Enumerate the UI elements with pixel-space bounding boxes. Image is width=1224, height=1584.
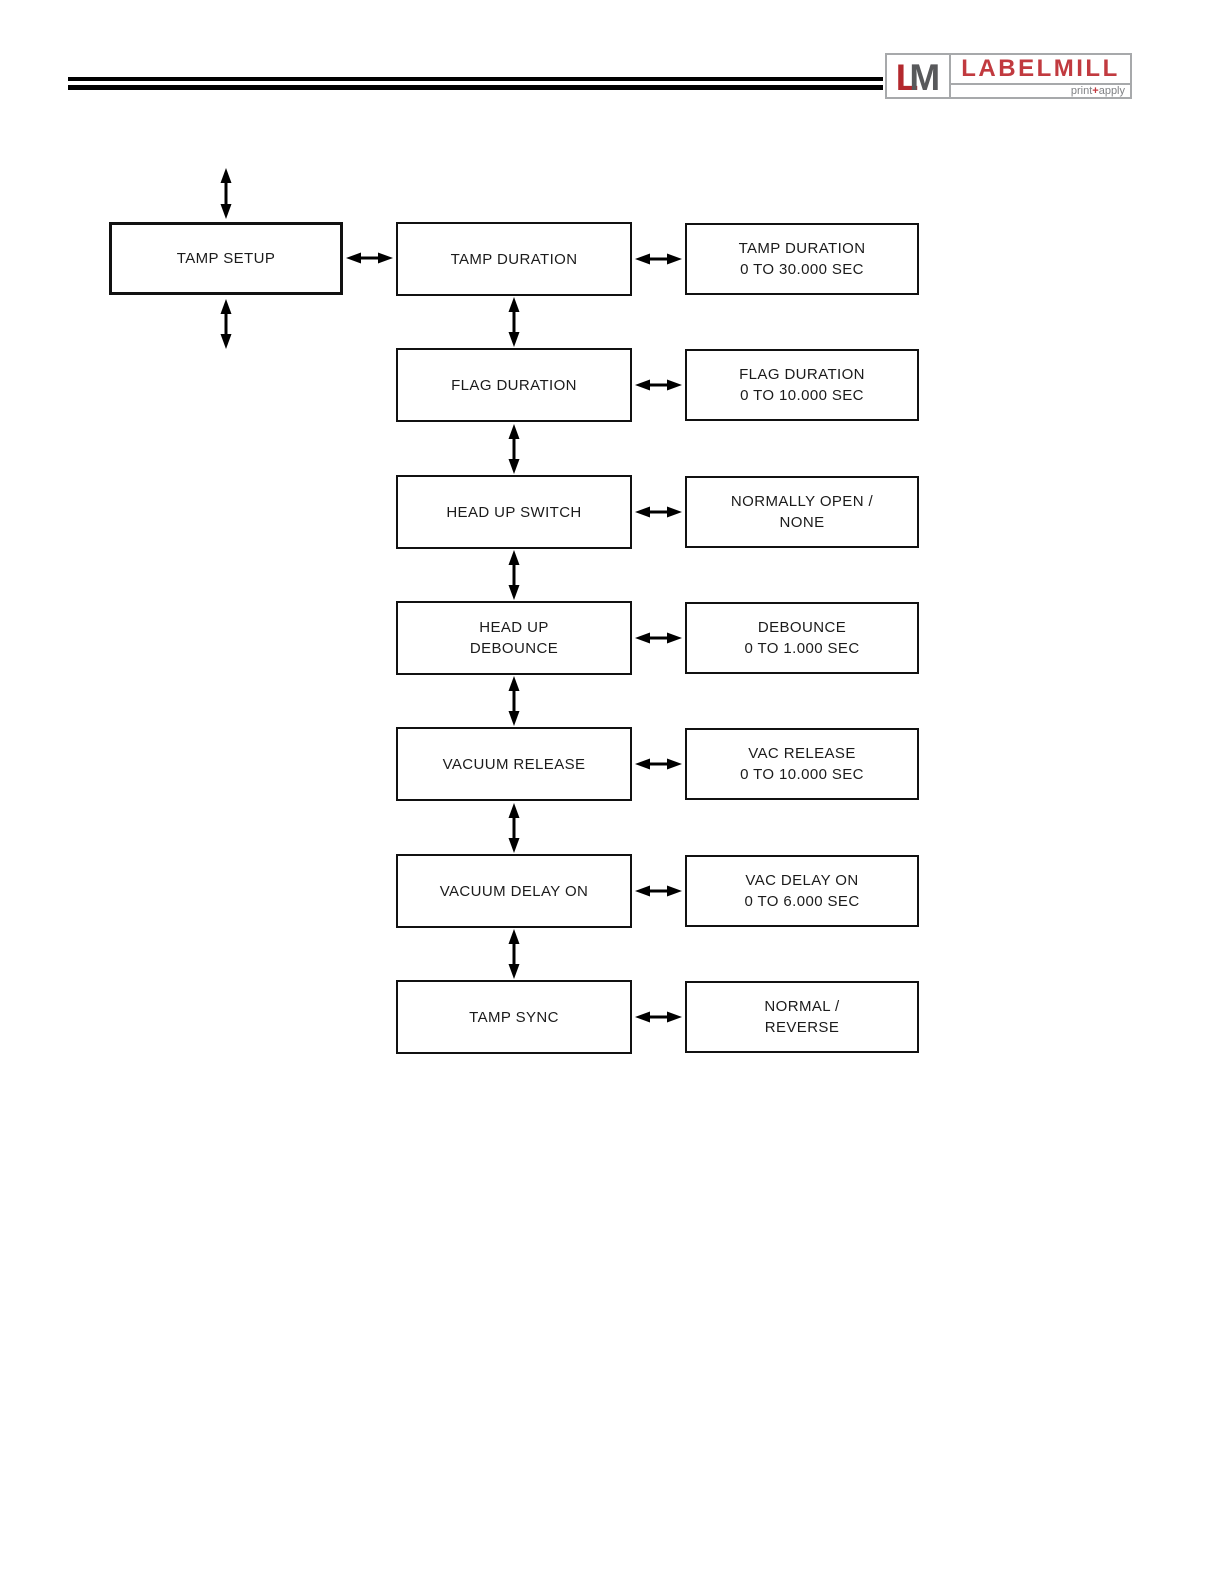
- logo-text-area: LABELMILL print+apply: [951, 55, 1130, 97]
- menu-box-label: TAMP SETUP: [176, 250, 276, 267]
- arrow-tamp-duration-value: [635, 253, 682, 265]
- logo-monogram-m: M: [909, 56, 941, 98]
- value-box-vacuum-release: VAC RELEASE 0 TO 10.000 SEC: [685, 728, 919, 800]
- menu-box-label: VACUUM RELEASE: [442, 755, 586, 773]
- arrow-head-up-switch-value: [635, 506, 682, 518]
- value-box-vacuum-delay-on: VAC DELAY ON 0 TO 6.000 SEC: [685, 855, 919, 927]
- value-box-tamp-duration: TAMP DURATION 0 TO 30.000 SEC: [685, 223, 919, 295]
- arrow-root-down: [220, 299, 232, 349]
- arrow-row3-row4: [508, 676, 520, 726]
- value-box-label: VAC RELEASE 0 TO 10.000 SEC: [740, 745, 864, 783]
- value-box-flag-duration: FLAG DURATION 0 TO 10.000 SEC: [685, 349, 919, 421]
- menu-box-tamp-sync: TAMP SYNC: [396, 980, 632, 1054]
- value-box-label: FLAG DURATION 0 TO 10.000 SEC: [739, 366, 865, 404]
- menu-box-head-up-switch: HEAD UP SWITCH: [396, 475, 632, 549]
- value-box-head-up-switch: NORMALLY OPEN / NONE: [685, 476, 919, 548]
- menu-box-vacuum-delay-on: VACUUM DELAY ON: [396, 854, 632, 928]
- logo-tagline-post: apply: [1098, 85, 1125, 97]
- arrow-row4-row5: [508, 803, 520, 853]
- menu-box-label: VACUUM DELAY ON: [439, 882, 589, 900]
- menu-box-label: FLAG DURATION: [451, 376, 577, 394]
- menu-box-label: TAMP DURATION: [450, 250, 578, 268]
- menu-box-label: HEAD UP DEBOUNCE: [469, 619, 559, 657]
- arrow-root-up: [220, 168, 232, 219]
- arrow-row0-row1: [508, 297, 520, 347]
- menu-box-tamp-setup: TAMP SETUP: [109, 222, 343, 295]
- value-box-label: TAMP DURATION 0 TO 30.000 SEC: [738, 240, 866, 278]
- value-box-head-up-debounce: DEBOUNCE 0 TO 1.000 SEC: [685, 602, 919, 674]
- value-box-tamp-sync: NORMAL / REVERSE: [685, 981, 919, 1053]
- arrow-tamp-sync-value: [635, 1011, 682, 1023]
- header-double-rule: [68, 77, 883, 90]
- value-box-label: NORMALLY OPEN / NONE: [730, 493, 874, 531]
- logo-tagline: print+apply: [951, 83, 1130, 98]
- menu-box-vacuum-release: VACUUM RELEASE: [396, 727, 632, 801]
- arrow-root-to-tamp-duration: [346, 252, 393, 264]
- value-box-label: NORMAL / REVERSE: [764, 998, 840, 1036]
- logo-tagline-pre: print: [1070, 85, 1093, 97]
- logo-monogram-l: L: [895, 56, 919, 98]
- arrow-vacuum-release-value: [635, 758, 682, 770]
- arrow-flag-duration-value: [635, 379, 682, 391]
- arrow-vacuum-delay-on-value: [635, 885, 682, 897]
- value-box-label: DEBOUNCE 0 TO 1.000 SEC: [744, 619, 860, 657]
- arrow-row1-row2: [508, 424, 520, 474]
- menu-box-tamp-duration: TAMP DURATION: [396, 222, 632, 296]
- value-box-label: VAC DELAY ON 0 TO 6.000 SEC: [744, 872, 860, 910]
- logo-wordmark: LABELMILL: [961, 55, 1120, 82]
- arrow-head-up-debounce-value: [635, 632, 682, 644]
- arrow-row5-row6: [508, 929, 520, 979]
- logo-tagline-separator: +: [1092, 85, 1099, 97]
- menu-box-head-up-debounce: HEAD UP DEBOUNCE: [396, 601, 632, 675]
- menu-box-label: HEAD UP SWITCH: [446, 503, 582, 521]
- arrow-row2-row3: [508, 550, 520, 600]
- menu-box-label: TAMP SYNC: [469, 1008, 559, 1026]
- menu-box-flag-duration: FLAG DURATION: [396, 348, 632, 422]
